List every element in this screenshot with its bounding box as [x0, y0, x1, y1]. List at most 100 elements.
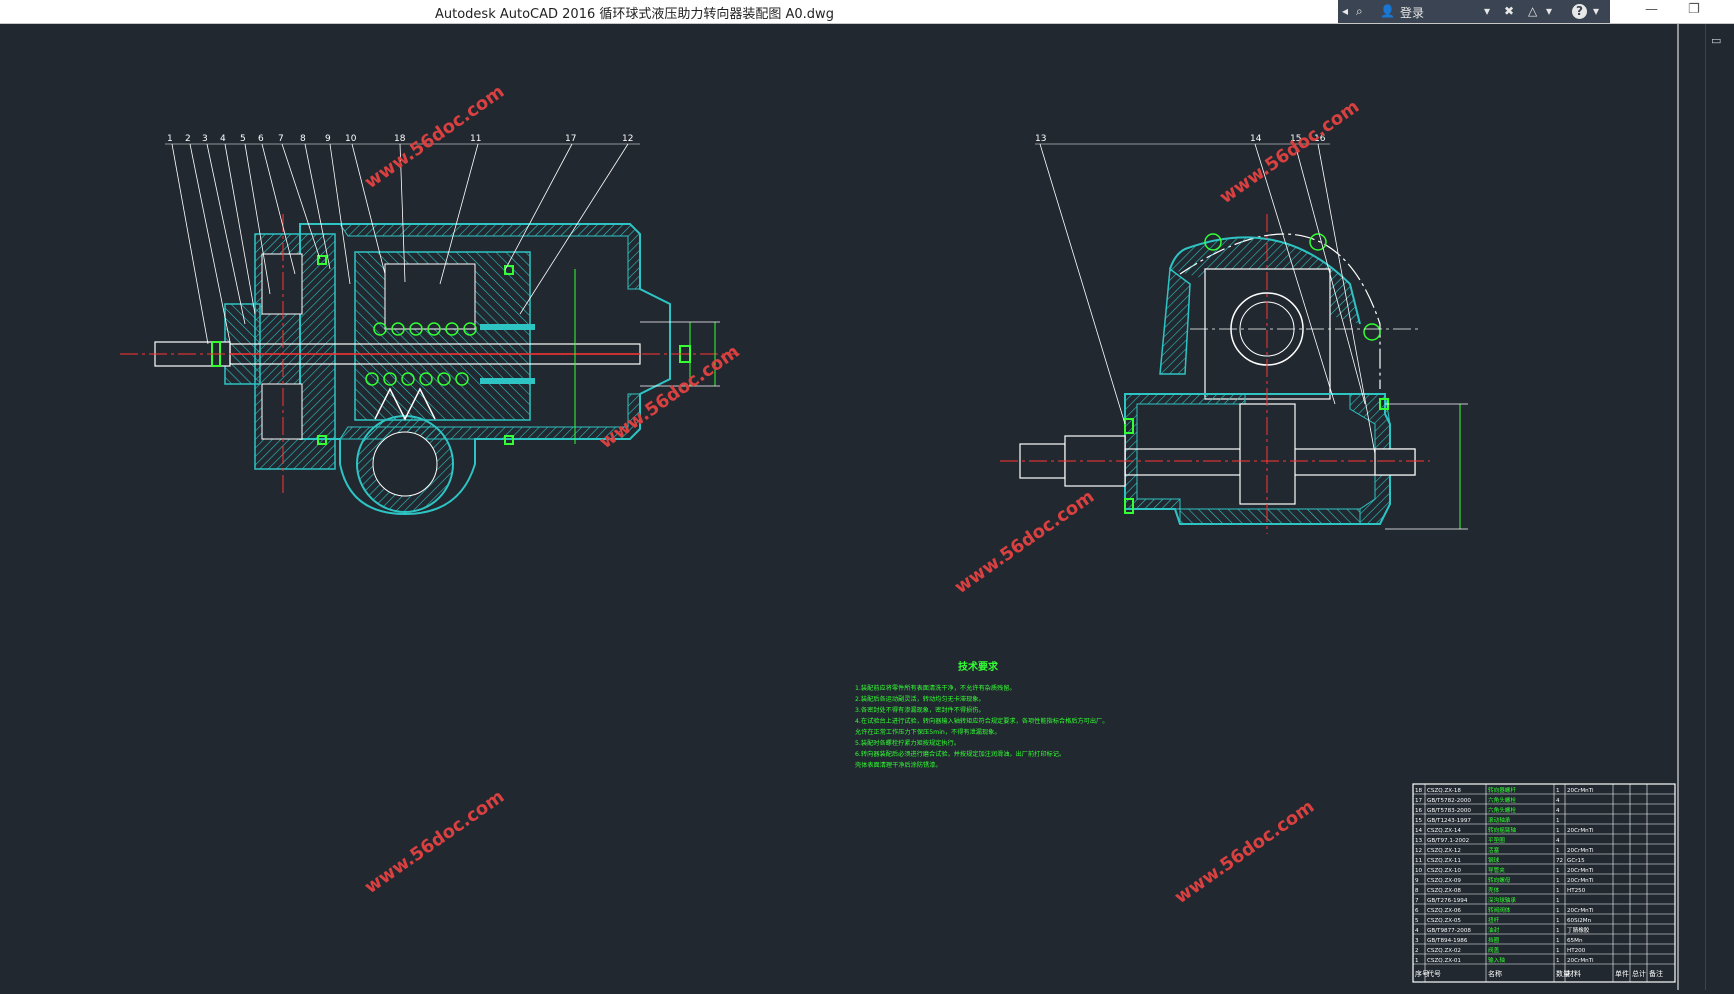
title-bar: Autodesk AutoCAD 2016 循环球式液压助力转向器装配图 A0.… — [0, 0, 1734, 24]
tech-line-3: 3.各密封处不得有渗漏现象，密封件不得损伤。 — [855, 706, 985, 714]
bom-cell: HT250 — [1567, 888, 1586, 894]
bom-cell: 1 — [1556, 948, 1560, 954]
bom-cell: CSZQ.ZX-18 — [1427, 788, 1461, 794]
bom-cell: 1 — [1556, 788, 1560, 794]
chevron-down-icon-2[interactable]: ▾ — [1546, 4, 1553, 18]
bom-cell: 72 — [1556, 858, 1563, 864]
tech-line-8: 壳体表面清理干净后涂防锈漆。 — [855, 761, 942, 769]
bom-cell: GB/T5782-2000 — [1427, 798, 1471, 804]
minimize-button[interactable]: — — [1645, 2, 1658, 17]
bom-cell: 20CrMnTi — [1567, 878, 1594, 884]
bom-cell: 16 — [1415, 808, 1423, 814]
bom-cell: 20CrMnTi — [1567, 828, 1594, 834]
user-icon: 👤 — [1380, 4, 1395, 18]
bom-cell: 深沟球轴承 — [1488, 896, 1516, 904]
bom-cell: 钢球 — [1488, 856, 1500, 864]
bom-header-cell: 序号 — [1415, 969, 1429, 978]
right-side-panel: ▭ — [1705, 24, 1734, 990]
bom-cell: 8 — [1415, 888, 1419, 894]
callout-4: 4 — [220, 134, 226, 144]
bom-cell: 扭杆 — [1488, 916, 1500, 924]
bom-cell: HT200 — [1567, 948, 1586, 954]
bom-cell: 1 — [1415, 958, 1419, 964]
bom-cell: 六角头螺栓 — [1488, 806, 1516, 814]
bom-cell: 壳体 — [1488, 886, 1500, 894]
sign-in-button[interactable]: 登录 — [1400, 6, 1425, 20]
bom-cell: GB/T1243-1997 — [1427, 818, 1471, 824]
bom-cell: 20CrMnTi — [1567, 848, 1594, 854]
chevron-down-icon-3[interactable]: ▾ — [1593, 4, 1600, 18]
bom-header-cell: 数量 — [1556, 969, 1570, 978]
callout-16: 16 — [1314, 134, 1326, 144]
bom-cell: 丁腈橡胶 — [1567, 926, 1590, 934]
binoculars-icon[interactable]: ⌕ — [1356, 4, 1363, 18]
exchange-icon[interactable]: ✖ — [1504, 4, 1515, 18]
left-callouts: 1 2 3 4 5 6 7 8 9 10 18 11 17 12 — [167, 134, 633, 144]
callout-11: 11 — [470, 134, 481, 144]
bom-cell: CSZQ.ZX-11 — [1427, 858, 1461, 864]
bom-cell: CSZQ.ZX-10 — [1427, 868, 1461, 874]
bom-header-cell: 材料 — [1567, 969, 1581, 978]
bom-cell: 1 — [1556, 848, 1560, 854]
callout-13: 13 — [1035, 134, 1046, 144]
bom-cell: GB/T97.1-2002 — [1427, 838, 1469, 844]
bom-cell: 油封 — [1488, 926, 1500, 934]
bom-cell: 转向器螺杆 — [1488, 786, 1516, 794]
callout-3: 3 — [202, 134, 208, 144]
tech-line-4: 4.在试验台上进行试验，转向器输入轴转矩应符合规定要求，各项性能指标合格后方可出… — [855, 717, 1108, 725]
bom-cell: GB/T894-1986 — [1427, 938, 1468, 944]
bom-cell: 4 — [1556, 808, 1560, 814]
callout-14: 14 — [1250, 134, 1262, 144]
bom-cell: 1 — [1556, 828, 1560, 834]
bom-cell: 6 — [1415, 908, 1419, 914]
callout-18: 18 — [394, 134, 406, 144]
restore-button[interactable]: ❐ — [1688, 2, 1700, 17]
bom-cell: 14 — [1415, 828, 1423, 834]
viewport-restore-icon[interactable]: ▭ — [1711, 34, 1722, 47]
bom-cell: CSZQ.ZX-09 — [1427, 878, 1461, 884]
bom-cell: 4 — [1556, 838, 1560, 844]
bom-cell: CSZQ.ZX-02 — [1427, 948, 1461, 954]
bom-cell: GB/T5783-2000 — [1427, 808, 1471, 814]
bom-cell: 1 — [1556, 938, 1560, 944]
watermark-5: www.56doc.com — [361, 786, 508, 898]
bom-cell: 2 — [1415, 948, 1419, 954]
drawing-canvas[interactable]: 1 2 3 4 5 6 7 8 9 10 18 11 17 12 — [0, 24, 1734, 990]
right-callouts: 13 14 15 16 — [1035, 134, 1326, 144]
callout-2: 2 — [185, 134, 191, 144]
watermark-1: www.56doc.com — [361, 81, 508, 193]
bom-cell: 11 — [1415, 858, 1423, 864]
bom-cell: CSZQ.ZX-06 — [1427, 908, 1461, 914]
bom-cell: 20CrMnTi — [1567, 958, 1594, 964]
bom-cell: 滚动轴承 — [1488, 816, 1511, 824]
bom-cell: 导管夹 — [1488, 866, 1505, 874]
bom-header-cell: 代号 — [1427, 969, 1441, 978]
autodesk-a360-icon[interactable]: △ — [1528, 4, 1538, 18]
bom-cell: 六角头螺栓 — [1488, 796, 1516, 804]
bom-cell: 平垫圈 — [1488, 836, 1505, 844]
bom-cell: 阀盖 — [1488, 946, 1500, 954]
bom-cell: 1 — [1556, 818, 1560, 824]
callout-1: 1 — [167, 134, 173, 144]
bom-cell: 1 — [1556, 958, 1560, 964]
callout-8: 8 — [300, 134, 306, 144]
callout-12: 12 — [622, 134, 633, 144]
bom-cell: 65Mn — [1567, 938, 1583, 944]
bom-cell: 1 — [1556, 918, 1560, 924]
help-icon[interactable]: ? — [1572, 4, 1587, 19]
chevron-down-icon[interactable]: ▾ — [1484, 4, 1491, 18]
watermark-6: www.56doc.com — [1171, 796, 1318, 908]
tech-line-2: 2.装配后各运动副灵活，转动均匀无卡滞现象。 — [855, 695, 985, 703]
caret-left-icon[interactable]: ◂ — [1342, 4, 1349, 18]
callout-6: 6 — [258, 134, 264, 144]
bom-header-cell: 总计 — [1632, 969, 1646, 978]
bom-cell: 转向摇臂轴 — [1488, 826, 1516, 834]
bom-cell: 5 — [1415, 918, 1419, 924]
tech-requirements: 技术要求 1.装配前应将零件所有表面清洗干净，不允许有杂质残留。 2.装配后各运… — [855, 660, 1108, 769]
bom-cell: 18 — [1415, 788, 1423, 794]
bom-cell: 12 — [1415, 848, 1422, 854]
bom-cell: 4 — [1556, 798, 1560, 804]
bom-cell: 20CrMnTi — [1567, 788, 1594, 794]
bom-cell: 1 — [1556, 908, 1560, 914]
callout-5: 5 — [240, 134, 246, 144]
